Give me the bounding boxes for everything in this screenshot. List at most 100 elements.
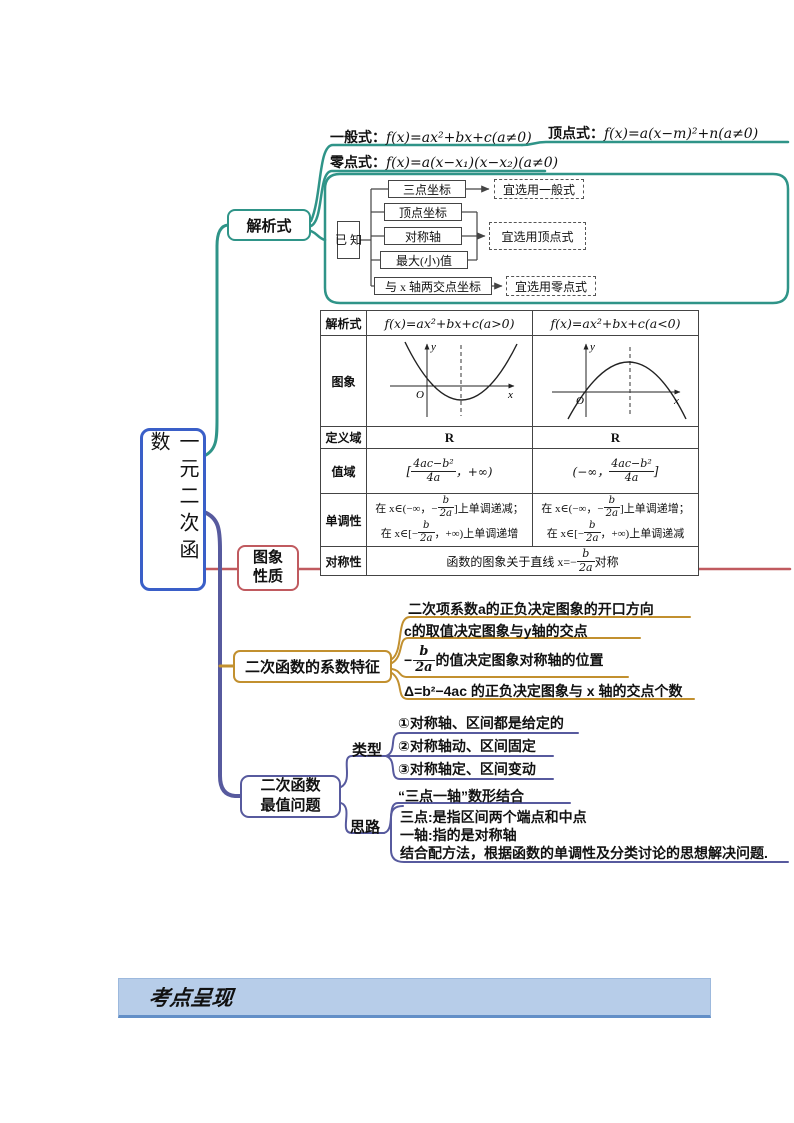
line-coeff-a xyxy=(391,616,691,660)
coeff-item-a: 二次项系数a的正负决定图象的开口方向 xyxy=(408,601,654,617)
type-item-1: ①对称轴、区间都是给定的 xyxy=(398,715,564,731)
parabola-up-cell: y O x xyxy=(366,335,533,427)
domain-positive: R xyxy=(366,426,533,449)
line-zero-form xyxy=(309,169,547,228)
type-label: 类型 xyxy=(352,742,383,759)
x-axis-label: x xyxy=(673,395,679,407)
general-form-formula: f(x)=ax²+bx+c(a≠0) xyxy=(386,130,532,146)
parabola-up-figure: y O x xyxy=(390,341,518,417)
known-group-outline xyxy=(323,172,790,305)
trunk-expression xyxy=(202,223,230,458)
branch-expression: 解析式 xyxy=(227,209,311,241)
parabola-up-curve xyxy=(404,341,518,401)
zero-form-name: 零点式： xyxy=(330,156,386,171)
origin-label: O xyxy=(416,389,424,401)
line-general-form xyxy=(309,143,524,223)
row-header-graph: 图象 xyxy=(320,335,367,427)
branch-graph-properties: 图象 性质 xyxy=(237,545,299,591)
line-vertex-form xyxy=(520,140,790,147)
trunk-down xyxy=(202,510,242,798)
expression-branch-lines xyxy=(202,140,790,458)
line-idea-label xyxy=(340,802,385,834)
row-header-range: 值域 xyxy=(320,448,367,494)
condition-extremum: 最大(小)值 xyxy=(380,251,468,269)
expr-positive: f(x)=ax²+bx+c(a>0) xyxy=(366,310,533,336)
parabola-down-figure: y O x xyxy=(552,341,687,420)
condition-axis: 对称轴 xyxy=(384,227,462,245)
origin-label: O xyxy=(576,395,584,407)
section-banner: 考点呈现 xyxy=(118,978,711,1018)
line-coeff-delta xyxy=(391,672,695,700)
vertex-form-item: 顶点式：f(x)=a(x−m)²+n(a≠0) xyxy=(548,123,758,143)
known-box: 已 知 xyxy=(335,221,362,259)
vertex-form-name: 顶点式： xyxy=(548,127,604,142)
table-row-domain: 定义域 R R xyxy=(320,426,699,449)
line-type-3 xyxy=(385,755,554,780)
root-node: 一元二次函数 xyxy=(140,428,206,591)
idea-label: 思路 xyxy=(350,819,381,836)
properties-table: 解析式 f(x)=ax²+bx+c(a>0) f(x)=ax²+bx+c(a<0… xyxy=(320,310,699,577)
bracket: ] xyxy=(653,464,659,478)
parabola-down-curve xyxy=(567,361,687,420)
row-header-expression: 解析式 xyxy=(320,310,367,336)
domain-negative: R xyxy=(532,426,699,449)
row-header-monotonicity: 单调性 xyxy=(320,493,367,547)
line-idea-details xyxy=(390,805,789,863)
line-coeff-c xyxy=(391,637,641,664)
vertex-form-formula: f(x)=a(x−m)²+n(a≠0) xyxy=(604,126,759,142)
y-axis-label: y xyxy=(589,341,595,353)
y-axis-label: y xyxy=(430,341,436,353)
parabola-down-cell: y O x xyxy=(532,335,699,427)
type-item-2: ②对称轴动、区间固定 xyxy=(398,738,536,754)
maxmin-branch-lines xyxy=(340,732,789,863)
general-form-name: 一般式： xyxy=(330,131,386,146)
branch-maxmin: 二次函数 最值问题 xyxy=(240,775,341,818)
idea-slogan: “三点一轴”数形结合 xyxy=(398,788,524,804)
flowchart-lines xyxy=(360,185,503,290)
advice-general: 宜选用一般式 xyxy=(494,179,584,199)
advice-vertex: 宜选用顶点式 xyxy=(489,222,586,250)
general-form-item: 一般式：f(x)=ax²+bx+c(a≠0) xyxy=(330,127,532,147)
row-header-symmetry: 对称性 xyxy=(320,545,367,577)
x-axis-label: x xyxy=(507,389,513,401)
coeff-branch-lines xyxy=(218,616,695,700)
condition-three-points: 三点坐标 xyxy=(388,180,466,198)
line-type-label xyxy=(340,755,387,788)
row-header-domain: 定义域 xyxy=(320,426,367,449)
maxmin-trunk xyxy=(202,510,242,798)
banner-title: 考点呈现 xyxy=(147,985,235,1010)
zero-form-formula: f(x)=a(x−x₁)(x−x₂)(a≠0) xyxy=(386,155,559,171)
zero-form-item: 零点式：f(x)=a(x−x₁)(x−x₂)(a≠0) xyxy=(330,152,558,172)
coeff-item-c: c的取值决定图象与y轴的交点 xyxy=(404,623,588,639)
condition-vertex: 顶点坐标 xyxy=(384,203,462,221)
bracket: ，+∞) xyxy=(455,464,493,479)
table-row-expression: 解析式 f(x)=ax²+bx+c(a>0) f(x)=ax²+bx+c(a<0… xyxy=(320,310,699,336)
condition-x-intercepts: 与 x 轴两交点坐标 xyxy=(374,277,492,295)
coeff-item-delta: Δ=b²−4ac 的正负决定图象与 x 轴的交点个数 xyxy=(404,683,683,699)
bracket: (−∞， xyxy=(572,464,610,479)
line-known-group-link xyxy=(309,229,327,242)
advice-zero: 宜选用零点式 xyxy=(506,276,596,296)
type-item-3: ③对称轴定、区间变动 xyxy=(398,761,536,777)
bracket: [ xyxy=(406,464,412,478)
minus-sign: − xyxy=(404,652,413,668)
line-type-1 xyxy=(385,732,579,757)
branch-coefficient: 二次函数的系数特征 xyxy=(233,650,392,683)
line-coeff-axis xyxy=(391,668,629,678)
expr-negative: f(x)=ax²+bx+c(a<0) xyxy=(532,310,699,336)
idea-details: 三点:是指区间两个端点和中点 一轴:指的是对称轴 结合配方法，根据函数的单调性及… xyxy=(400,809,768,861)
